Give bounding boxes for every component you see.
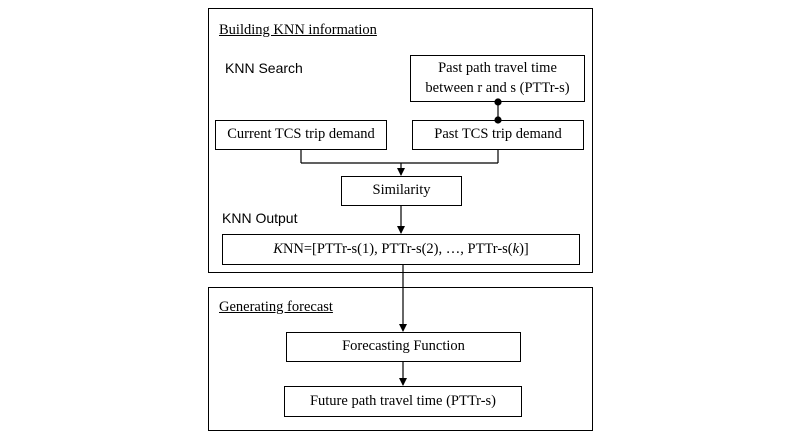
knn-formula-mid: NN=[PTTr-s(1), PTTr-s(2), …, PTTr-s( — [282, 240, 513, 257]
knn-output-label: KNN Output — [222, 210, 298, 226]
generating-forecast-title: Generating forecast — [219, 299, 333, 315]
knn-output-box: KNN=[PTTr-s(1), PTTr-s(2), …, PTTr-s(k)] — [222, 234, 580, 265]
similarity-box: Similarity — [341, 176, 462, 206]
building-knn-title: Building KNN information — [219, 22, 377, 38]
past-tcs-demand-box: Past TCS trip demand — [412, 120, 584, 150]
past-path-line1: Past path travel time — [438, 59, 557, 76]
future-path-travel-time-box: Future path travel time (PTTr-s) — [284, 386, 522, 417]
knn-formula: KNN=[PTTr-s(1), PTTr-s(2), …, PTTr-s(k)] — [273, 240, 528, 260]
building-knn-section — [208, 8, 593, 273]
past-path-travel-time-box: Past path travel time between r and s (P… — [410, 55, 585, 102]
knn-search-label: KNN Search — [225, 60, 303, 76]
forecasting-function-box: Forecasting Function — [286, 332, 521, 362]
knn-formula-k-lower: k — [512, 240, 520, 257]
knn-formula-end: )] — [519, 240, 529, 257]
current-tcs-demand-box: Current TCS trip demand — [215, 120, 387, 150]
past-path-line2: between r and s (PTTr-s) — [425, 79, 570, 96]
generating-forecast-section — [208, 287, 593, 431]
knn-formula-k: K — [273, 240, 283, 257]
